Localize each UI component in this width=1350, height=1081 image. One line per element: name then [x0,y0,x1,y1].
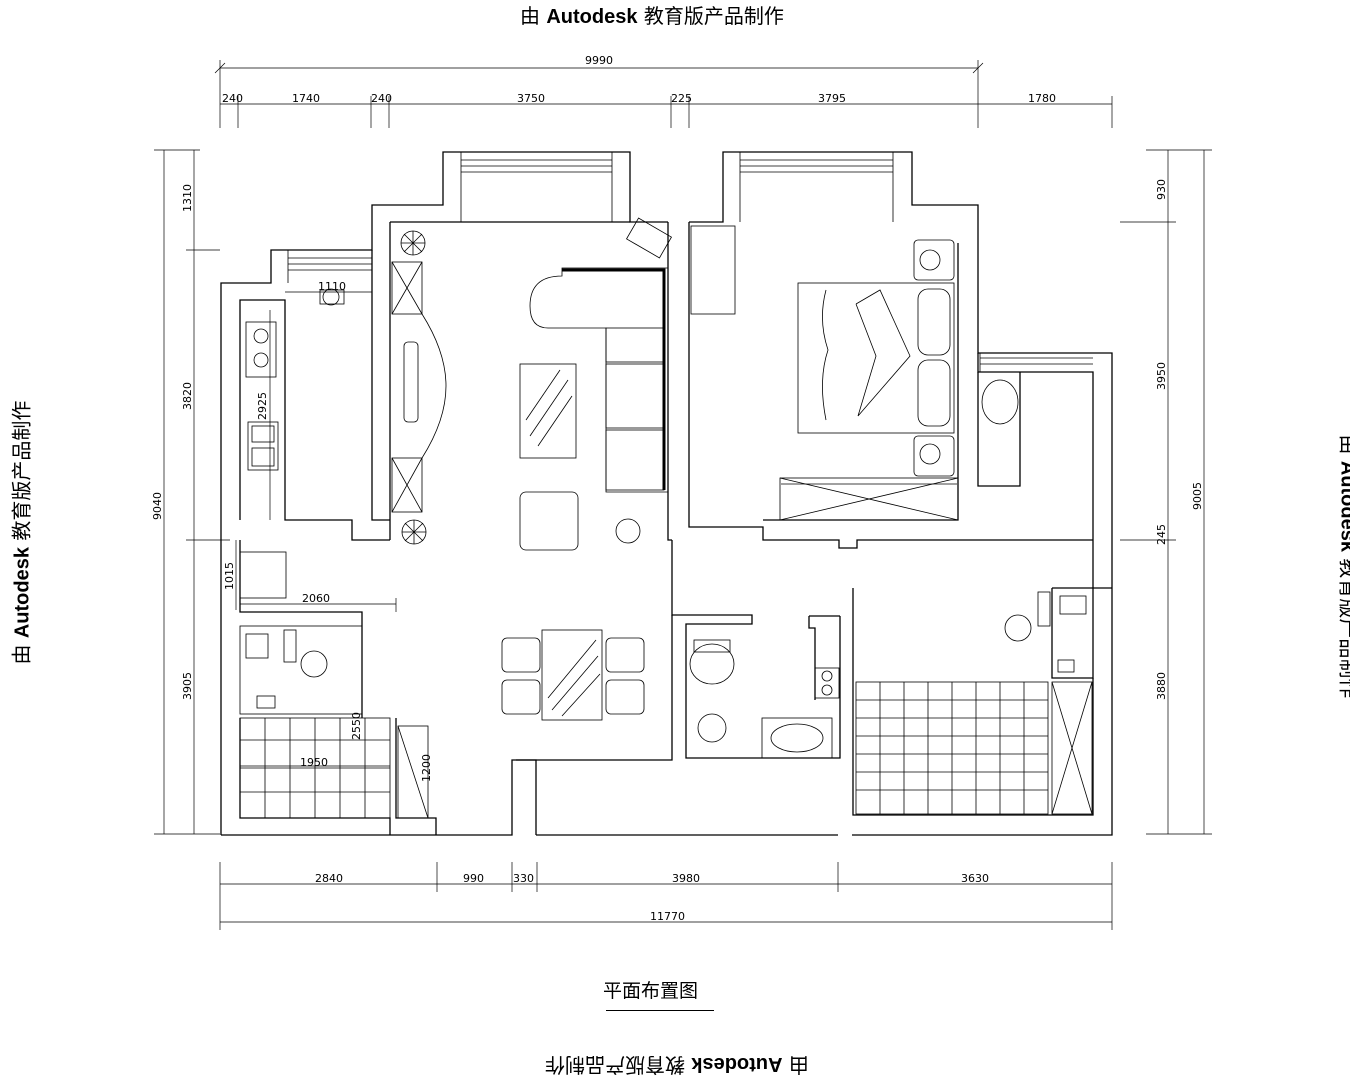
dim-bottom-total: 11770 [650,910,685,923]
dim-inner-1950: 1950 [300,756,328,769]
plant-icon [401,231,425,255]
dim-top-total: 9990 [585,54,613,67]
dim-right-total: 9005 [1191,482,1204,510]
study-room: 2060 1950 2550 1200 [240,552,433,818]
dining [502,630,644,720]
master-bedroom [691,226,1018,520]
dim-inner-1110: 1110 [318,280,346,293]
dim-right-3: 3880 [1155,672,1168,700]
left-dimensions: 9040 1310 3820 3905 1015 [151,150,236,834]
dim-inner-2925: 2925 [256,392,269,420]
living-room [392,218,671,550]
dim-inner-2550: 2550 [350,712,363,740]
second-bedroom [856,592,1092,814]
dim-top-4: 225 [671,92,692,105]
dim-bottom-4: 3630 [961,872,989,885]
dim-bottom-0: 2840 [315,872,343,885]
dim-inner-1200: 1200 [420,754,433,782]
plan-title: 平面布置图 [603,976,698,1003]
plan-title-underline [606,1010,714,1011]
carpet-pattern [856,682,1048,814]
dim-right-2: 245 [1155,524,1168,545]
top-dimensions: 9990 240 1740 240 3750 225 3795 1780 [215,54,1112,128]
dim-left-3: 3905 [181,672,194,700]
dim-top-3: 3750 [517,92,545,105]
right-dimensions: 930 3950 245 3880 9005 [1120,150,1212,834]
dim-top-6: 1780 [1028,92,1056,105]
dim-right-1: 3950 [1155,362,1168,390]
dim-left-1: 3820 [181,382,194,410]
dim-left-total: 9040 [151,492,164,520]
dim-left-2: 1015 [223,562,236,590]
kitchen: 2925 1110 [246,280,372,520]
bathroom [690,640,839,758]
dim-inner-2060: 2060 [302,592,330,605]
dim-left-0: 1310 [181,184,194,212]
dim-bottom-3: 3980 [672,872,700,885]
dim-top-2: 240 [371,92,392,105]
dim-top-1: 1740 [292,92,320,105]
bottom-dimensions: 2840 990 330 3980 3630 11770 [220,862,1112,930]
dim-top-0: 240 [222,92,243,105]
dim-bottom-2: 330 [513,872,534,885]
dim-right-0: 930 [1155,179,1168,200]
dim-top-5: 3795 [818,92,846,105]
plant-icon [402,520,426,544]
dim-bottom-1: 990 [463,872,484,885]
